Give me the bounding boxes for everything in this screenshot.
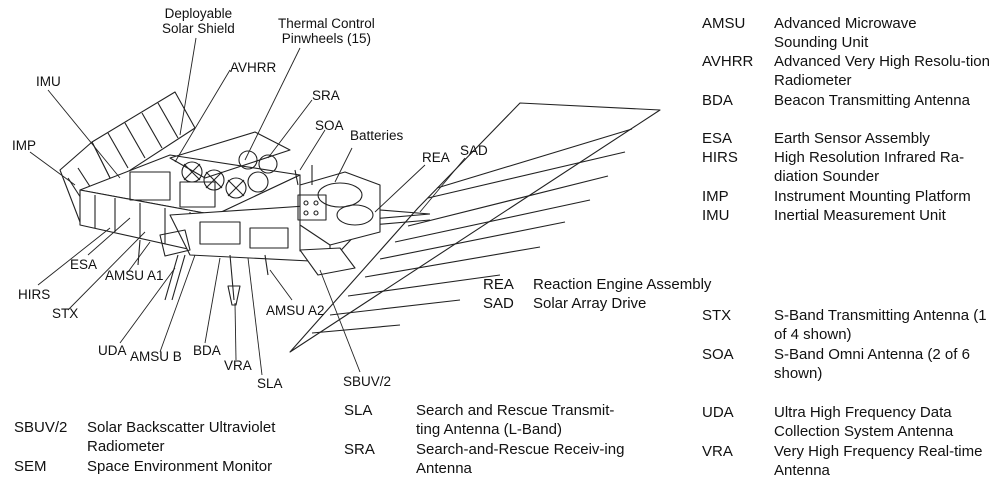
glossary-desc: Search and Rescue Transmit-ting Antenna … xyxy=(416,402,615,438)
label-amsu-b: AMSU B xyxy=(130,349,182,364)
glossary-desc: Solar Array Drive xyxy=(533,295,647,312)
glossary-abbr: IMU xyxy=(702,207,730,224)
glossary-entry: SAD Solar Array Drive xyxy=(483,294,743,313)
glossary-desc: S-Band Transmitting Antenna (1 of 4 show… xyxy=(774,307,987,343)
label-imu: IMU xyxy=(36,74,61,89)
glossary-desc: S-Band Omni Antenna (2 of 6 shown) xyxy=(774,346,970,382)
label-soa: SOA xyxy=(315,118,344,133)
glossary-abbr: BDA xyxy=(702,92,733,109)
glossary-desc: Instrument Mounting Platform xyxy=(774,188,971,205)
glossary-desc: Beacon Transmitting Antenna xyxy=(774,92,970,109)
glossary-abbr: UDA xyxy=(702,404,734,421)
label-deployable-solar-shield: Deployable Solar Shield xyxy=(162,6,235,36)
glossary-abbr: ESA xyxy=(702,130,733,147)
glossary-desc: Search-and-Rescue Receiv-ing Antenna xyxy=(416,441,625,477)
glossary-abbr: SLA xyxy=(344,402,373,419)
label-esa: ESA xyxy=(70,257,98,272)
label-rea: REA xyxy=(422,150,450,165)
glossary-desc: Advanced Very High Resolu-tion Radiomete… xyxy=(774,53,990,89)
glossary-abbr: SBUV/2 xyxy=(14,419,68,436)
glossary-entry: HIRS High Resolution Infrared Ra-diation… xyxy=(702,148,992,186)
label-sad: SAD xyxy=(460,143,488,158)
label-vra: VRA xyxy=(224,358,252,373)
glossary-abbr: STX xyxy=(702,307,732,324)
glossary-abbr: HIRS xyxy=(702,149,738,166)
label-thermal-control-pinwheels: Thermal Control Pinwheels (15) xyxy=(278,16,375,46)
glossary-entry: SLA Search and Rescue Transmit-ting Ante… xyxy=(344,401,644,439)
label-sla: SLA xyxy=(257,376,283,391)
glossary-desc: High Resolution Infrared Ra-diation Soun… xyxy=(774,149,965,185)
glossary-abbr: VRA xyxy=(702,443,733,460)
label-deployable-line1: Deployable xyxy=(164,6,233,21)
label-amsu-a1: AMSU A1 xyxy=(105,268,164,283)
glossary-abbr: AVHRR xyxy=(702,53,754,70)
label-thermal-line2: Pinwheels (15) xyxy=(281,31,372,46)
glossary-abbr: AMSU xyxy=(702,15,746,32)
glossary-entry: UDA Ultra High Frequency Data Collection… xyxy=(702,403,992,441)
glossary-desc: Solar Backscatter Ultraviolet Radiometer xyxy=(87,419,276,455)
glossary-desc: Very High Frequency Real-time Antenna xyxy=(774,443,983,479)
glossary-entry: AMSU Advanced Microwave Sounding Unit xyxy=(702,14,992,52)
label-thermal-line1: Thermal Control xyxy=(278,16,375,31)
glossary-entry: VRA Very High Frequency Real-time Antenn… xyxy=(702,442,992,480)
glossary-desc: Reaction Engine Assembly xyxy=(533,276,712,293)
label-stx: STX xyxy=(52,306,79,321)
glossary-abbr: SEM xyxy=(14,458,47,475)
label-deployable-line2: Solar Shield xyxy=(162,21,235,36)
label-imp: IMP xyxy=(12,138,37,153)
glossary-entry: ESA Earth Sensor Assembly xyxy=(702,129,992,148)
batteries-cluster xyxy=(297,171,431,246)
glossary-entry: SBUV/2 Solar Backscatter Ultraviolet Rad… xyxy=(14,418,324,456)
glossary-entry: IMU Inertial Measurement Unit xyxy=(702,206,992,225)
label-batteries: Batteries xyxy=(350,128,404,143)
glossary-entry: SOA S-Band Omni Antenna (2 of 6 shown) xyxy=(702,345,992,383)
leader-lines xyxy=(29,37,466,376)
glossary-desc: Advanced Microwave Sounding Unit xyxy=(774,15,917,51)
label-sra: SRA xyxy=(312,88,340,103)
label-amsu-a2: AMSU A2 xyxy=(266,303,325,318)
label-bda: BDA xyxy=(193,343,221,358)
glossary-entry: IMP Instrument Mounting Platform xyxy=(702,187,992,206)
glossary-abbr: SOA xyxy=(702,346,734,363)
glossary-entry: STX S-Band Transmitting Antenna (1 of 4 … xyxy=(702,306,992,344)
glossary-abbr: REA xyxy=(483,276,514,293)
glossary-entry: SEM Space Environment Monitor xyxy=(14,457,324,476)
glossary-entry: BDA Beacon Transmitting Antenna xyxy=(702,91,992,110)
label-uda: UDA xyxy=(98,343,127,358)
glossary-entry: SRA Search-and-Rescue Receiv-ing Antenna xyxy=(344,440,644,478)
antennas xyxy=(137,165,313,306)
solar-shield xyxy=(59,91,196,223)
glossary-entry: REA Reaction Engine Assembly xyxy=(483,275,743,294)
label-sbuv2: SBUV/2 xyxy=(343,374,392,389)
glossary-abbr: IMP xyxy=(702,188,729,205)
thermal-pinwheels xyxy=(181,150,278,199)
glossary-desc: Ultra High Frequency Data Collection Sys… xyxy=(774,404,954,440)
glossary-desc: Earth Sensor Assembly xyxy=(774,130,930,147)
glossary-entry: AVHRR Advanced Very High Resolu-tion Rad… xyxy=(702,52,992,90)
glossary-abbr: SRA xyxy=(344,441,375,458)
glossary-desc: Space Environment Monitor xyxy=(87,458,273,475)
glossary-desc: Inertial Measurement Unit xyxy=(774,207,946,224)
label-avhrr: AVHRR xyxy=(230,60,277,75)
label-hirs: HIRS xyxy=(18,287,51,302)
glossary-abbr: SAD xyxy=(483,295,514,312)
